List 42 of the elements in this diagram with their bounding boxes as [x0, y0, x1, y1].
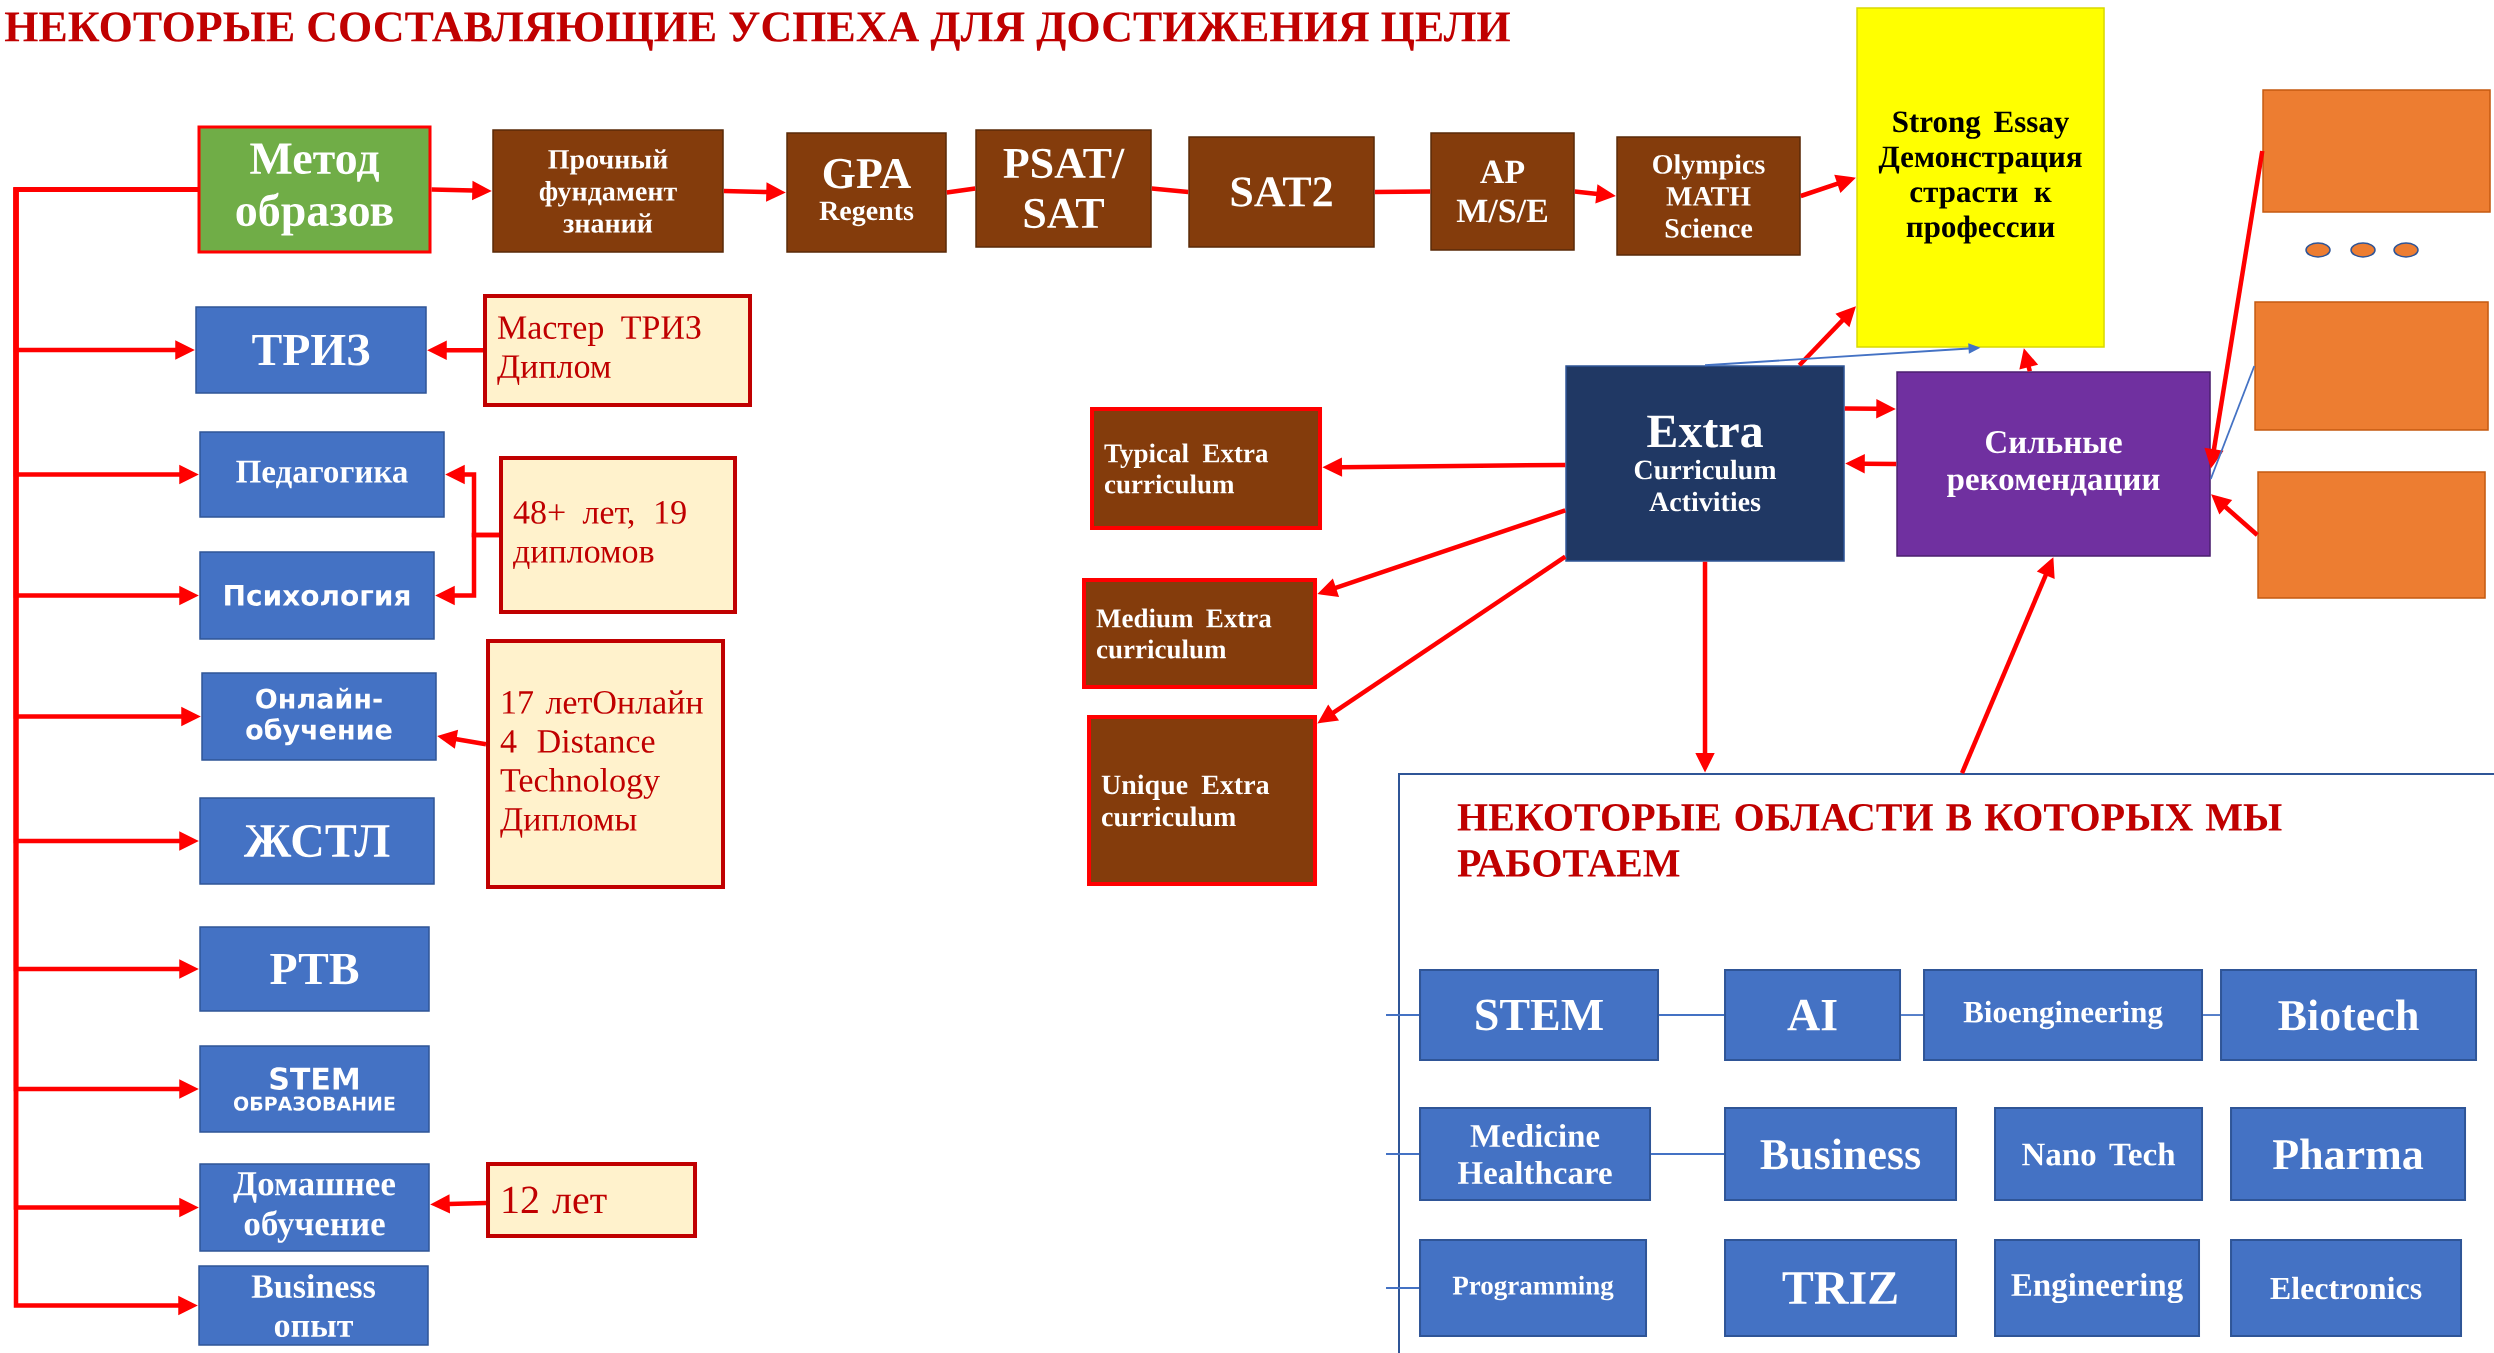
method-box: Метод образов — [197, 125, 432, 254]
partner-box — [2257, 471, 2486, 599]
title: НЕКОТОРЫЕ СОСТАВЛЯЮЩИЕ УСПЕХА ДЛЯ ДОСТИЖЕНИЯ ЦЕЛИ — [4, 12, 1510, 51]
activity-type-box: Unique Extra curriculum — [1087, 715, 1317, 886]
recommendation-box: Сильные рекомендации — [1896, 371, 2211, 557]
process-box: Прочный фундамент знаний — [492, 129, 724, 253]
skill-box: Онлайн-обучение — [201, 672, 437, 761]
goal-box: Strong Essay Демонстрация страсти к профессии — [1856, 7, 2105, 348]
skill-box: РТВ — [199, 926, 430, 1012]
skill-box: STEM ОБРАЗОВАНИЕ — [199, 1045, 430, 1133]
area-box: Nano Tech — [1994, 1107, 2204, 1201]
skill-box: Психология — [199, 551, 435, 640]
process-box: GPA Regents — [786, 132, 947, 253]
process-box: SAT2 — [1188, 136, 1375, 248]
area-box: TRIZ — [1724, 1239, 1958, 1337]
area-box: Medicine Healthcare — [1419, 1107, 1651, 1201]
area-box: Electronics — [2230, 1239, 2463, 1337]
note-box: Мастер ТРИЗ Диплом — [483, 294, 752, 407]
area-box: Programming — [1419, 1239, 1647, 1337]
area-box: Engineering — [1994, 1239, 2201, 1337]
skill-box: Домашнее обучение — [199, 1163, 430, 1252]
process-box: Olympics MATH Science — [1616, 136, 1801, 256]
area-box: Bioengineering — [1923, 969, 2204, 1061]
activity-box: Extra Curriculum Activities — [1565, 365, 1845, 562]
process-box: AP M/S/E — [1430, 132, 1575, 251]
skill-box: Business опыт — [198, 1265, 429, 1346]
activity-type-box: Typical Extra curriculum — [1090, 407, 1322, 530]
area-box: Business — [1724, 1107, 1958, 1201]
area-box: STEM — [1419, 969, 1659, 1061]
note-box: 17 летОнлайн 4 Distance Technology Дипломы — [486, 639, 725, 889]
area-box: Biotech — [2220, 969, 2478, 1061]
note-box: 12 лет — [486, 1162, 697, 1238]
partner-box — [2262, 89, 2491, 213]
skill-box: ТРИЗ — [195, 306, 427, 394]
note-box: 48+ лет, 19 дипломов — [499, 456, 737, 614]
skill-box: Педагогика — [199, 431, 445, 518]
activity-type-box: Medium Extra curriculum — [1082, 578, 1317, 689]
partner-box — [2254, 301, 2489, 431]
area-box: Pharma — [2230, 1107, 2467, 1201]
process-box: PSAT/ SAT — [975, 129, 1152, 248]
skill-box: ЖСТЛ — [199, 797, 435, 885]
area-box: AI — [1724, 969, 1901, 1061]
